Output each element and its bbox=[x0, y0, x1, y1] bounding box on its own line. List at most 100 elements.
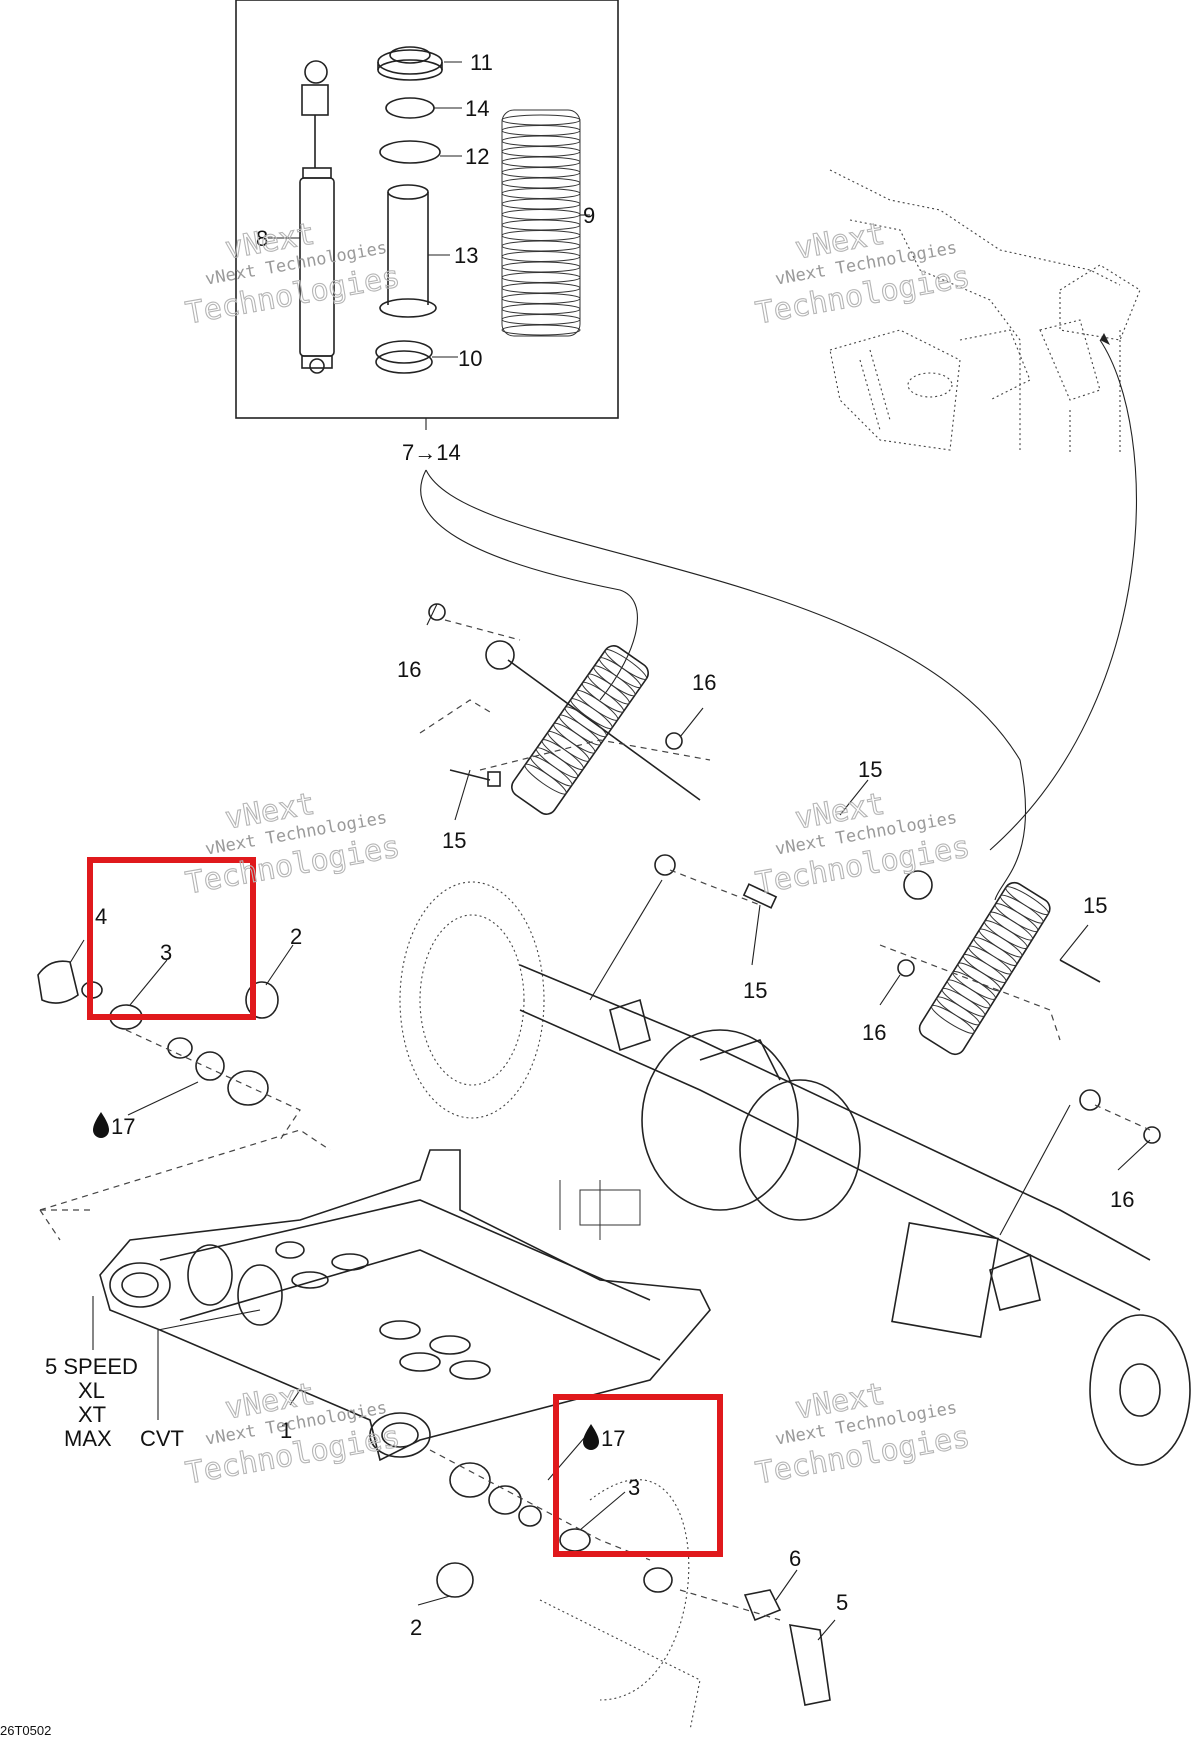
callout-15-a: 15 bbox=[442, 828, 466, 853]
callout-16-d: 16 bbox=[1110, 1187, 1134, 1212]
callout-15-c: 15 bbox=[743, 978, 767, 1003]
variant-5-speed: 5 SPEED bbox=[45, 1354, 138, 1379]
spring-coil bbox=[570, 698, 613, 730]
spring-coil bbox=[501, 272, 581, 283]
washer-part bbox=[379, 140, 441, 164]
variant-labels: 5 SPEED XL XT MAX CVT bbox=[45, 1354, 184, 1451]
spring-coil bbox=[524, 763, 567, 795]
spring-coil bbox=[989, 911, 1034, 941]
spring-coil bbox=[547, 730, 590, 762]
callout-14: 14 bbox=[465, 96, 489, 121]
spring-coil bbox=[936, 996, 981, 1026]
spring-coil bbox=[501, 167, 581, 178]
spring-coil bbox=[501, 188, 581, 199]
spring-coil bbox=[962, 954, 1007, 983]
left-shock-assembly bbox=[419, 603, 778, 909]
spring-coil bbox=[501, 324, 581, 336]
spring-coil bbox=[501, 135, 581, 147]
spring-coil bbox=[501, 125, 581, 136]
variant-xl: XL bbox=[78, 1378, 105, 1403]
callout-range: 7→14 bbox=[402, 440, 461, 465]
grease-callout-b: 17 bbox=[583, 1424, 625, 1451]
grease-callout-a: 17 bbox=[93, 1112, 135, 1139]
drawing-code: 26T0502 bbox=[0, 1723, 51, 1738]
spring-coil bbox=[501, 293, 581, 304]
callout-4: 4 bbox=[95, 904, 107, 929]
coil-spring-part bbox=[501, 109, 581, 337]
highlight-box-left bbox=[87, 857, 256, 1020]
callout-11: 11 bbox=[470, 50, 493, 75]
callout-labels: 11 14 12 9 13 8 10 7→14 16 16 15 15 15 1… bbox=[93, 50, 1134, 1640]
oil-drop-icon bbox=[583, 1424, 599, 1450]
spring-coil bbox=[978, 928, 1023, 958]
spring-coil bbox=[501, 114, 581, 126]
watermark-mid-left: vNext vNext Technologies Technologies bbox=[183, 786, 404, 902]
callout-6: 6 bbox=[789, 1546, 801, 1571]
callout-3-b: 3 bbox=[628, 1475, 640, 1500]
shock-exploded-inset bbox=[235, 0, 1026, 901]
retaining-clip-part bbox=[385, 97, 435, 119]
shock-absorber-part bbox=[299, 60, 335, 374]
spring-coil bbox=[501, 251, 581, 262]
spring-coil bbox=[501, 314, 581, 325]
variant-max: MAX bbox=[64, 1426, 112, 1451]
spring-coil bbox=[501, 198, 581, 210]
spring-coil bbox=[984, 920, 1028, 949]
spring-coil bbox=[968, 945, 1012, 975]
right-shock-assembly bbox=[879, 870, 1161, 1144]
callout-1: 1 bbox=[280, 1418, 292, 1443]
spring-seat-part bbox=[377, 46, 443, 81]
spring-coil bbox=[994, 903, 1039, 933]
callout-17-b: 17 bbox=[601, 1426, 625, 1451]
spring-coil bbox=[541, 739, 584, 770]
callout-17-a: 17 bbox=[111, 1114, 135, 1139]
left-pivot-parts bbox=[37, 960, 301, 1141]
spring-coil bbox=[501, 230, 581, 241]
spring-coil bbox=[581, 681, 625, 713]
oil-drop-icon bbox=[93, 1112, 109, 1138]
spring-coil bbox=[501, 261, 581, 273]
callout-16-c: 16 bbox=[862, 1020, 886, 1045]
highlight-box-right bbox=[553, 1394, 723, 1557]
rear-axle-assembly bbox=[399, 881, 1191, 1466]
spring-coil bbox=[952, 971, 996, 1000]
callout-16-a: 16 bbox=[397, 657, 421, 682]
callout-9: 9 bbox=[583, 203, 595, 228]
variant-xt: XT bbox=[78, 1402, 106, 1427]
spring-coil bbox=[501, 209, 581, 220]
spring-coil bbox=[501, 156, 581, 168]
adjuster-ring-part bbox=[375, 340, 433, 374]
spring-coil bbox=[530, 755, 573, 787]
spring-coil bbox=[558, 714, 602, 746]
callout-2-b: 2 bbox=[410, 1615, 422, 1640]
spring-coil bbox=[501, 303, 581, 315]
callout-3-a: 3 bbox=[160, 940, 172, 965]
callout-12: 12 bbox=[465, 144, 489, 169]
watermark-top-left: vNext vNext Technologies Technologies bbox=[183, 216, 404, 332]
frame-mount-sketch bbox=[829, 169, 1141, 851]
callout-15-d: 15 bbox=[1083, 893, 1107, 918]
spring-coil bbox=[501, 240, 581, 252]
callout-13: 13 bbox=[454, 243, 478, 268]
right-pivot-parts bbox=[429, 1449, 831, 1731]
spring-coil bbox=[931, 1004, 975, 1034]
spring-coil bbox=[501, 177, 581, 189]
spring-coil bbox=[946, 979, 991, 1009]
callout-5: 5 bbox=[836, 1590, 848, 1615]
watermark-top-right: vNext vNext Technologies Technologies bbox=[753, 216, 974, 332]
watermark-bottom-right: vNext vNext Technologies Technologies bbox=[753, 1376, 974, 1492]
spring-coil bbox=[576, 690, 619, 721]
spring-coil bbox=[501, 282, 581, 294]
sleeve-part bbox=[379, 184, 437, 318]
spring-coil bbox=[535, 747, 579, 779]
spring-coil bbox=[941, 987, 986, 1017]
spring-coil bbox=[501, 146, 581, 157]
spring-coil bbox=[501, 219, 581, 231]
callout-2-a: 2 bbox=[290, 924, 302, 949]
callout-15-b: 15 bbox=[858, 757, 882, 782]
watermark-bottom-left: vNext vNext Technologies Technologies bbox=[183, 1376, 404, 1492]
spring-coil bbox=[973, 937, 1018, 966]
callout-10: 10 bbox=[458, 346, 482, 371]
callout-8: 8 bbox=[256, 226, 268, 251]
